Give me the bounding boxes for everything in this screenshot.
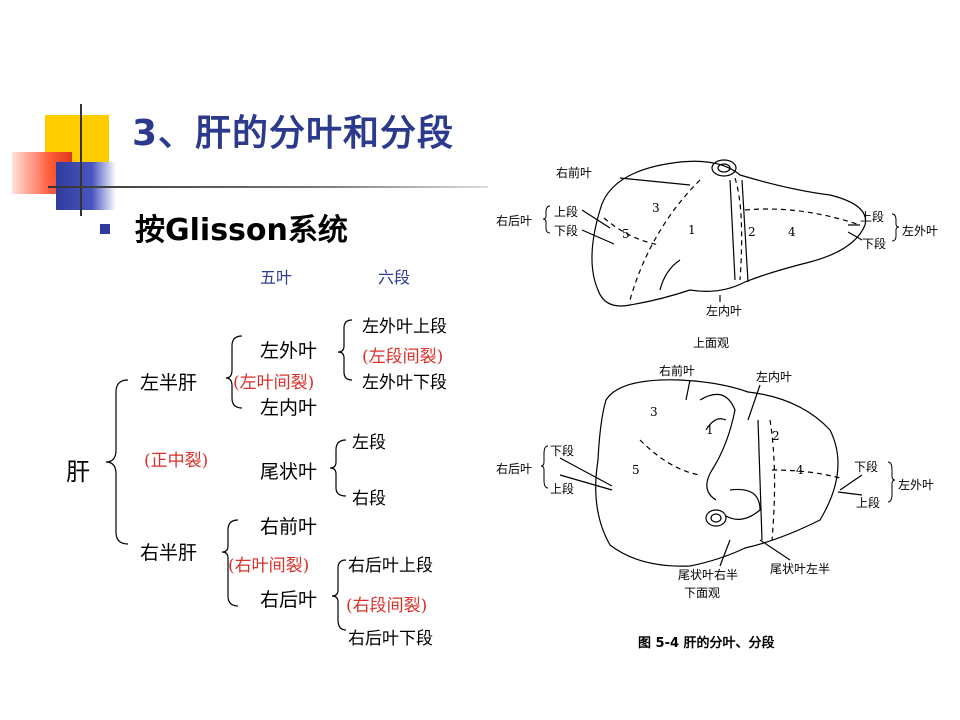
fig-number-bottom-1: 1: [706, 423, 714, 437]
vertical-rule: [80, 104, 82, 216]
fig-top-lower-right: 下段: [862, 237, 887, 251]
ivc-ring-bottom: [705, 509, 727, 527]
caudate-left: 左段: [352, 433, 386, 453]
fig-top-caption: 上面观: [693, 336, 730, 350]
fig-number-top-1: 1: [688, 223, 696, 237]
left-lateral-lobe: 左外叶: [260, 340, 318, 362]
header-segments: 六段: [378, 268, 411, 287]
fig-top-left-medial: 左内叶: [706, 304, 743, 318]
left-segmental-fissure: (左段间裂): [362, 347, 444, 367]
right-segmental-fissure: (右段间裂): [346, 596, 428, 616]
slide-decoration: [0, 100, 488, 220]
ivc-ring-top: [711, 159, 737, 177]
fig-top-right-anterior: 右前叶: [556, 166, 593, 180]
left-half: 左半肝: [140, 372, 198, 394]
bullet-icon: [100, 224, 110, 234]
fig-number-bottom-5: 5: [632, 463, 640, 477]
fig-bottom-caudate-left-half: 尾状叶左半: [770, 562, 831, 576]
page-title: 3、肝的分叶和分段: [132, 113, 455, 154]
fig-number-bottom-3: 3: [650, 405, 658, 419]
right-posterior-upper: 右后叶上段: [348, 556, 433, 576]
left-lateral-lower: 左外叶下段: [362, 373, 447, 393]
root-liver: 肝: [66, 458, 90, 486]
right-posterior-lower: 右后叶下段: [348, 629, 433, 649]
fig-top-lower: 下段: [554, 224, 579, 238]
right-anterior-lobe: 右前叶: [260, 516, 318, 538]
caudate-right: 右段: [352, 489, 386, 509]
fig-bottom-caudate-right-half: 尾状叶右半: [678, 568, 739, 582]
fig-bottom-right-anterior: 右前叶: [659, 364, 696, 378]
left-inter-lobar-fissure: (左叶间裂): [233, 373, 315, 393]
right-inter-lobar-fissure: (右叶间裂): [228, 556, 310, 576]
fig-bottom-upper-right: 上段: [856, 496, 881, 510]
liver-top-outline: [591, 160, 867, 307]
right-half: 右半肝: [140, 542, 198, 564]
fig-bottom-left-medial: 左内叶: [756, 370, 793, 384]
fig-number-top-5: 5: [622, 227, 630, 241]
header-lobes: 五叶: [260, 268, 293, 287]
right-posterior-lobe: 右后叶: [260, 589, 318, 611]
fig-top-left-lateral: 左外叶: [902, 224, 939, 238]
main-fissure: (正中裂): [144, 451, 209, 471]
left-lateral-upper: 左外叶上段: [362, 317, 447, 337]
fig-bottom-upper: 上段: [550, 482, 575, 496]
horizontal-rule: [48, 186, 488, 188]
fig-bottom-lower: 下段: [550, 444, 575, 458]
left-medial-lobe: 左内叶: [260, 397, 318, 419]
fig-number-top-4: 4: [788, 225, 796, 239]
fig-bottom-lower-right: 下段: [854, 460, 879, 474]
fig-bottom-left-lateral: 左外叶: [898, 478, 935, 492]
fig-number-bottom-4: 4: [796, 463, 804, 477]
fig-bottom-right-posterior: 右后叶: [496, 462, 533, 476]
fig-bottom-caption: 下面观: [684, 586, 721, 600]
fig-top-upper-right: 上段: [860, 210, 885, 224]
caudate-lobe: 尾状叶: [260, 461, 318, 483]
bullet-text: 按Glisson系统: [135, 213, 348, 248]
liver-bottom-outline: [595, 379, 839, 567]
fig-top-right-posterior: 右后叶: [496, 214, 533, 228]
fig-number-top-2: 2: [748, 225, 756, 239]
figure-caption: 图 5-4 肝的分叶、分段: [638, 636, 775, 651]
fig-top-upper: 上段: [554, 205, 579, 219]
fig-number-top-3: 3: [652, 201, 660, 215]
fig-number-bottom-2: 2: [772, 429, 780, 443]
